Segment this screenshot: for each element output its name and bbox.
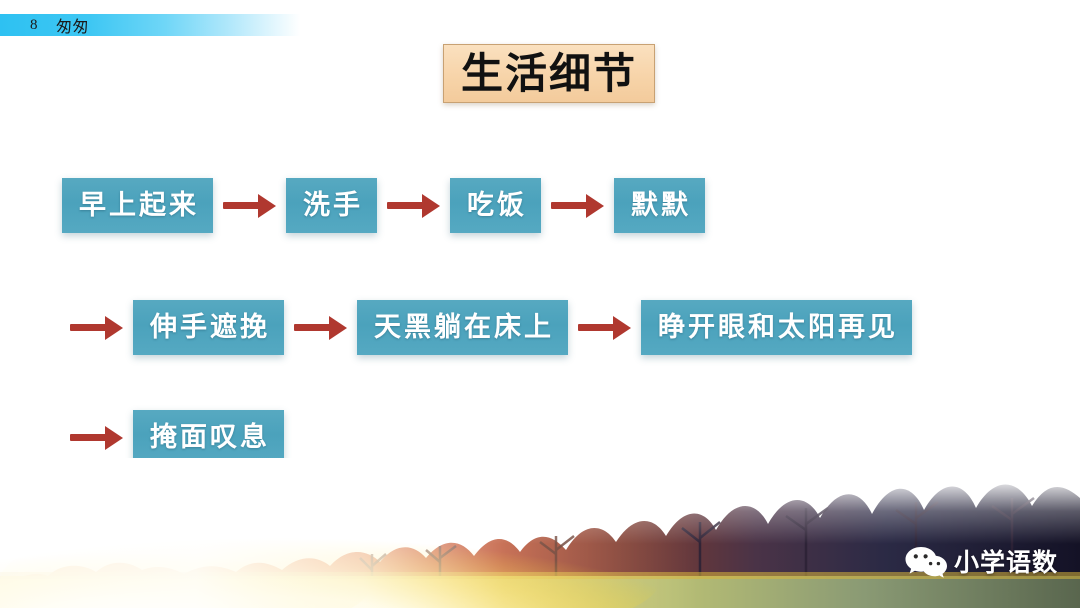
flow-node-label: 伸手遮挽 bbox=[150, 312, 270, 343]
flow-node-label: 睁开眼和太阳再见 bbox=[658, 312, 898, 343]
flow-node-reach-out[interactable]: 伸手遮挽 bbox=[133, 300, 284, 355]
lesson-number: 8 bbox=[30, 16, 38, 33]
page-title: 生活细节 bbox=[460, 48, 637, 98]
watermark-label: 小学语数 bbox=[953, 547, 1058, 577]
arrow-right-icon bbox=[387, 178, 440, 233]
arrow-right-icon bbox=[70, 300, 123, 355]
flow-row-3: 掩面叹息 bbox=[60, 410, 284, 465]
flow-node-cover-face-sigh[interactable]: 掩面叹息 bbox=[133, 410, 284, 465]
wechat-icon bbox=[905, 547, 947, 578]
arrow-right-icon bbox=[70, 410, 123, 465]
flow-node-wash-hands[interactable]: 洗手 bbox=[286, 178, 377, 233]
flow-node-label: 默默 bbox=[631, 190, 691, 221]
flow-node-label: 天黑躺在床上 bbox=[374, 312, 554, 343]
flow-node-eat-meal[interactable]: 吃饭 bbox=[450, 178, 541, 233]
header-gradient-bar bbox=[0, 14, 300, 36]
flow-row-2: 伸手遮挽 天黑躺在床上 睁开眼和太阳再见 bbox=[60, 300, 912, 355]
arrow-right-icon bbox=[294, 300, 347, 355]
flow-row-1: 早上起来 洗手 吃饭 默默 bbox=[62, 178, 705, 233]
arrow-right-icon bbox=[223, 178, 276, 233]
flow-node-label: 早上起来 bbox=[79, 190, 199, 221]
flow-node-morning-wake[interactable]: 早上起来 bbox=[62, 178, 213, 233]
lesson-title: 匆匆 bbox=[56, 19, 90, 36]
flow-node-label: 掩面叹息 bbox=[150, 422, 270, 453]
flow-node-open-eyes-sun[interactable]: 睁开眼和太阳再见 bbox=[641, 300, 912, 355]
watermark: 小学语数 bbox=[904, 544, 1058, 580]
arrow-right-icon bbox=[578, 300, 631, 355]
scenery-photo bbox=[0, 458, 1080, 608]
flow-node-silent[interactable]: 默默 bbox=[614, 178, 705, 233]
header-lesson-label: 8 匆匆 bbox=[30, 13, 89, 37]
flow-node-label: 洗手 bbox=[303, 190, 363, 221]
flow-node-lie-in-bed[interactable]: 天黑躺在床上 bbox=[357, 300, 568, 355]
flow-node-label: 吃饭 bbox=[467, 190, 527, 221]
arrow-right-icon bbox=[551, 178, 604, 233]
page-title-plate: 生活细节 bbox=[443, 44, 655, 103]
